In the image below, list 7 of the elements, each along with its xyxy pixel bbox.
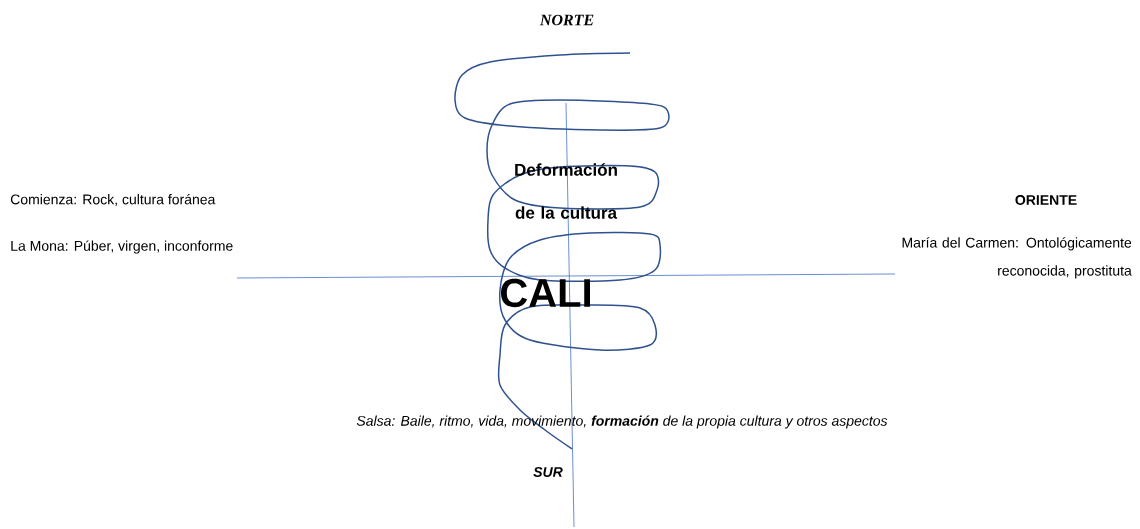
cultural-note: La Mona: Púber, virgen, inconforme bbox=[11, 240, 233, 254]
direction-label: SUR bbox=[533, 467, 563, 477]
cultural-note: Comienza: Rock, cultura foránea bbox=[10, 193, 216, 207]
direction-label: ORIENTE bbox=[1015, 195, 1077, 205]
direction-label: NORTE bbox=[539, 14, 594, 26]
cultural-note: María del Carmen: Ontológicamente reconocida, prostituta bbox=[902, 237, 1132, 279]
city-label: CALI bbox=[501, 278, 590, 308]
